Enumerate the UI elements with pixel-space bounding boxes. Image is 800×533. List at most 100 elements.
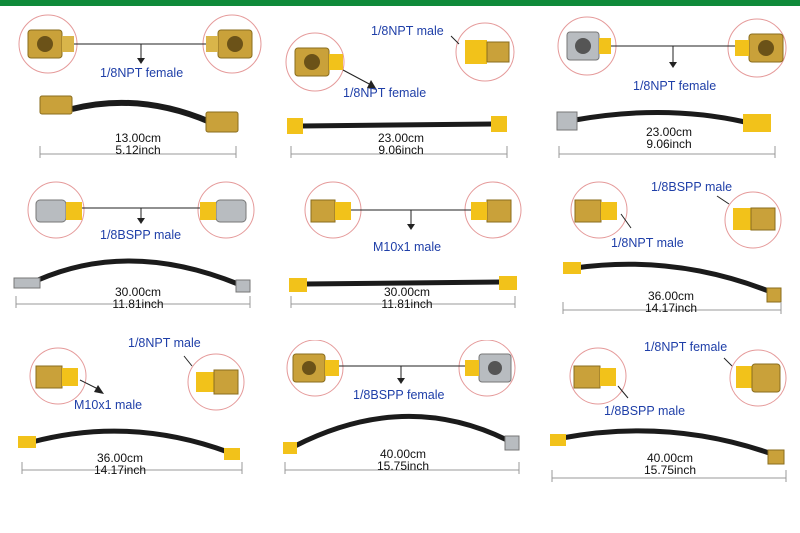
length-inch: 14.17inch bbox=[93, 463, 147, 477]
hose-end-right bbox=[224, 448, 240, 460]
length-inch: 9.06inch bbox=[646, 137, 692, 151]
arrow-head bbox=[137, 58, 145, 64]
panel-8-illustration bbox=[283, 340, 520, 474]
fitting-label-b: 1/8NPT female bbox=[644, 340, 728, 354]
hose-end-left bbox=[289, 278, 307, 292]
length-readout: 30.00cm 11.81inch bbox=[38, 286, 238, 310]
callout-arrow bbox=[620, 213, 632, 229]
length-readout: 40.00cm 15.75inch bbox=[303, 448, 503, 472]
length-cm: 36.00cm bbox=[96, 451, 144, 465]
arrow-head bbox=[137, 218, 145, 224]
brass-male-fitting-icon bbox=[310, 199, 351, 223]
brand-top-bar bbox=[0, 0, 800, 6]
length-inch: 15.75inch bbox=[643, 463, 697, 477]
panel-9-illustration bbox=[550, 347, 787, 482]
callout-arrow bbox=[342, 69, 374, 87]
length-cm: 36.00cm bbox=[647, 289, 695, 303]
length-inch: 15.75inch bbox=[376, 459, 430, 473]
hose-end-left bbox=[550, 434, 566, 446]
brass-female-fitting-icon bbox=[27, 29, 74, 59]
hose-line bbox=[31, 428, 229, 455]
hose-panel-6: 1/8BSPP male 1/8NPT male 36.00cm 14.17in… bbox=[545, 180, 800, 345]
length-readout: 40.00cm 15.75inch bbox=[570, 452, 770, 476]
hose-panel-2: 1/8NPT male 1/8NPT female 23.00cm 9.06in… bbox=[275, 14, 535, 179]
arrow-head bbox=[407, 224, 415, 230]
fitting-label-a: M10x1 male bbox=[74, 398, 143, 412]
brass-male-fitting-icon bbox=[471, 199, 512, 223]
hose-end-right bbox=[767, 449, 785, 465]
length-inch: 5.12inch bbox=[115, 143, 161, 157]
steel-female-fitting-icon bbox=[566, 31, 611, 61]
hose-end-left bbox=[556, 111, 578, 131]
length-cm: 13.00cm bbox=[114, 131, 162, 145]
length-inch: 11.81inch bbox=[381, 297, 433, 311]
length-cm: 30.00cm bbox=[383, 285, 431, 299]
callout-arrow bbox=[716, 195, 730, 205]
grease-coupler-icon bbox=[35, 199, 82, 223]
brass-male-fitting-icon bbox=[573, 365, 616, 389]
hose-panel-9: 1/8NPT female 1/8BSPP male 40.00cm 15.75… bbox=[540, 340, 800, 505]
brass-male-fitting-icon bbox=[35, 365, 78, 389]
hose-line bbox=[574, 110, 746, 125]
arrow-head bbox=[397, 378, 405, 384]
hose-end-right bbox=[499, 276, 517, 290]
length-readout: 30.00cm 11.81inch bbox=[307, 286, 507, 310]
length-inch: 9.06inch bbox=[378, 143, 424, 157]
hose-end-right bbox=[504, 435, 520, 451]
fitting-label-a: 1/8NPT female bbox=[343, 86, 427, 100]
hose-end-right bbox=[235, 279, 251, 293]
length-readout: 36.00cm 14.17inch bbox=[571, 290, 771, 314]
fitting-label-a: 1/8NPT female bbox=[633, 79, 717, 93]
brass-male-fitting-icon bbox=[196, 369, 239, 395]
panel-3-illustration bbox=[556, 16, 787, 158]
hose-end-left bbox=[13, 277, 41, 289]
length-readout: 36.00cm 14.17inch bbox=[20, 452, 220, 476]
hose-panel-1: 1/8NPT female 13.00cm 5.12inch bbox=[10, 14, 270, 179]
fitting-label-a: 1/8BSPP female bbox=[353, 388, 445, 402]
grease-coupler-icon bbox=[200, 199, 247, 223]
hose-end-left bbox=[39, 95, 73, 115]
hose-panel-7: 1/8NPT male M10x1 male 36.00cm 14.17inch bbox=[10, 336, 270, 505]
hose-line bbox=[574, 261, 772, 295]
hose-line bbox=[561, 428, 773, 457]
hose-panel-5: M10x1 male 30.00cm 11.81inch bbox=[275, 180, 535, 345]
length-cm: 40.00cm bbox=[646, 451, 694, 465]
fitting-label-b: 1/8NPT male bbox=[128, 336, 201, 350]
hose-end-right bbox=[205, 111, 239, 133]
length-inch: 11.81inch bbox=[112, 297, 164, 311]
length-cm: 23.00cm bbox=[377, 131, 425, 145]
hose-line bbox=[37, 258, 239, 287]
panel-5-illustration bbox=[289, 181, 522, 308]
steel-female-fitting-icon bbox=[465, 353, 512, 383]
hose-panel-4: 1/8BSPP male 30.00cm 11.81inch bbox=[10, 180, 270, 345]
hose-line bbox=[293, 414, 509, 449]
fitting-label-b: 1/8NPT male bbox=[371, 24, 444, 38]
length-inch: 14.17inch bbox=[644, 301, 698, 315]
hose-line bbox=[304, 279, 502, 287]
length-cm: 23.00cm bbox=[645, 125, 693, 139]
hose-end-right bbox=[743, 114, 771, 132]
length-readout: 23.00cm 9.06inch bbox=[569, 126, 769, 150]
callout-arrow bbox=[450, 35, 460, 45]
fitting-label-a: 1/8NPT male bbox=[611, 236, 684, 250]
brass-male-fitting-icon bbox=[574, 199, 617, 223]
hose-line bbox=[71, 99, 212, 125]
panel-1-illustration bbox=[18, 14, 262, 158]
fitting-label-a: 1/8NPT female bbox=[100, 66, 184, 80]
hose-end-left bbox=[287, 118, 303, 134]
hose-end-right bbox=[491, 116, 507, 132]
hose-panel-8: 1/8BSPP female 40.00cm 15.75inch bbox=[275, 340, 535, 505]
length-readout: 23.00cm 9.06inch bbox=[301, 132, 501, 156]
hose-end-left bbox=[283, 442, 297, 454]
callout-arrow bbox=[617, 385, 629, 399]
arrow-head bbox=[367, 80, 377, 90]
brass-female-fitting-icon bbox=[294, 47, 343, 77]
hose-panel-3: 1/8NPT female 23.00cm 9.06inch bbox=[545, 14, 800, 179]
panel-4-illustration bbox=[13, 181, 255, 308]
hose-line bbox=[300, 121, 494, 129]
brass-male-fitting-icon bbox=[733, 207, 776, 231]
panel-6-illustration bbox=[562, 181, 782, 314]
fitting-label-a: 1/8BSPP male bbox=[100, 228, 182, 242]
fitting-label-a: 1/8BSPP male bbox=[604, 404, 686, 418]
arrow-head bbox=[94, 385, 104, 394]
